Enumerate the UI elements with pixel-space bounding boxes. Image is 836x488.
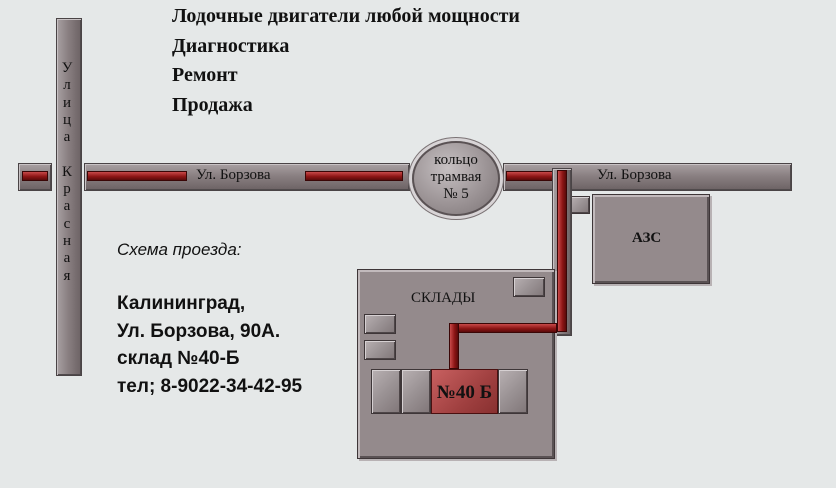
phone-line: тел; 8-9022-34-42-95 (117, 375, 303, 397)
warehouse-building (513, 277, 545, 297)
tram-ring: кольцо трамвая № 5 (412, 141, 500, 216)
street-letter: У (61, 60, 73, 76)
warehouses-label: СКЛАДЫ (411, 290, 476, 306)
street-letter: а (63, 129, 71, 146)
service-item: Продажа (172, 93, 253, 116)
route-stripe (87, 171, 187, 181)
ring-label: кольцо (434, 152, 478, 168)
street-letter: н (62, 232, 72, 249)
address-line: склад №40-Б (117, 348, 240, 369)
street-letter: р (63, 181, 71, 198)
route-stripe (449, 323, 459, 369)
warehouse-building (498, 369, 528, 414)
krasnaya-street-road (56, 18, 82, 376)
street-letter: л (63, 77, 71, 94)
route-stripe (449, 323, 557, 333)
service-item: Ремонт (172, 64, 238, 86)
street-letter: ц (62, 111, 72, 128)
address-block: Калининград, Ул. Борзова, 90А. склад №40… (117, 290, 302, 400)
route-stripe (557, 170, 567, 332)
route-stripe (305, 171, 403, 181)
street-letter: а (63, 198, 71, 215)
krasnaya-street-label: У л и ц а К р а с н а я (60, 60, 74, 285)
street-letter: а (63, 250, 71, 267)
warehouses-block (357, 269, 555, 459)
street-letter: К (61, 163, 72, 180)
street-letter: с (63, 215, 71, 232)
route-stripe (22, 171, 48, 181)
borzova-street-label-right: Ул. Борзова (597, 167, 672, 183)
ring-label: № 5 (443, 186, 469, 202)
target-warehouse-40b: №40 Б (431, 369, 498, 414)
directions-title: Схема проезда: (117, 240, 242, 259)
services-list: Лодочные двигатели любой мощности Диагно… (172, 2, 520, 120)
gas-station-entry (570, 196, 590, 214)
ring-label: трамвая (430, 169, 482, 185)
address-line: Калининград, (117, 293, 246, 314)
warehouse-building (364, 340, 396, 360)
warehouse-building (364, 314, 396, 334)
street-letter (60, 146, 74, 163)
street-letter: я (63, 267, 71, 284)
service-item: Диагностика (172, 34, 290, 57)
gas-station-label: АЗС (632, 230, 662, 246)
warehouse-building (371, 369, 401, 414)
gas-station-block (592, 194, 710, 284)
warehouse-building (401, 369, 431, 414)
address-line: Ул. Борзова, 90А. (117, 320, 281, 342)
borzova-street-label-left: Ул. Борзова (196, 167, 271, 183)
street-letter: и (62, 94, 72, 111)
service-item: Лодочные двигатели любой мощности (172, 5, 520, 27)
